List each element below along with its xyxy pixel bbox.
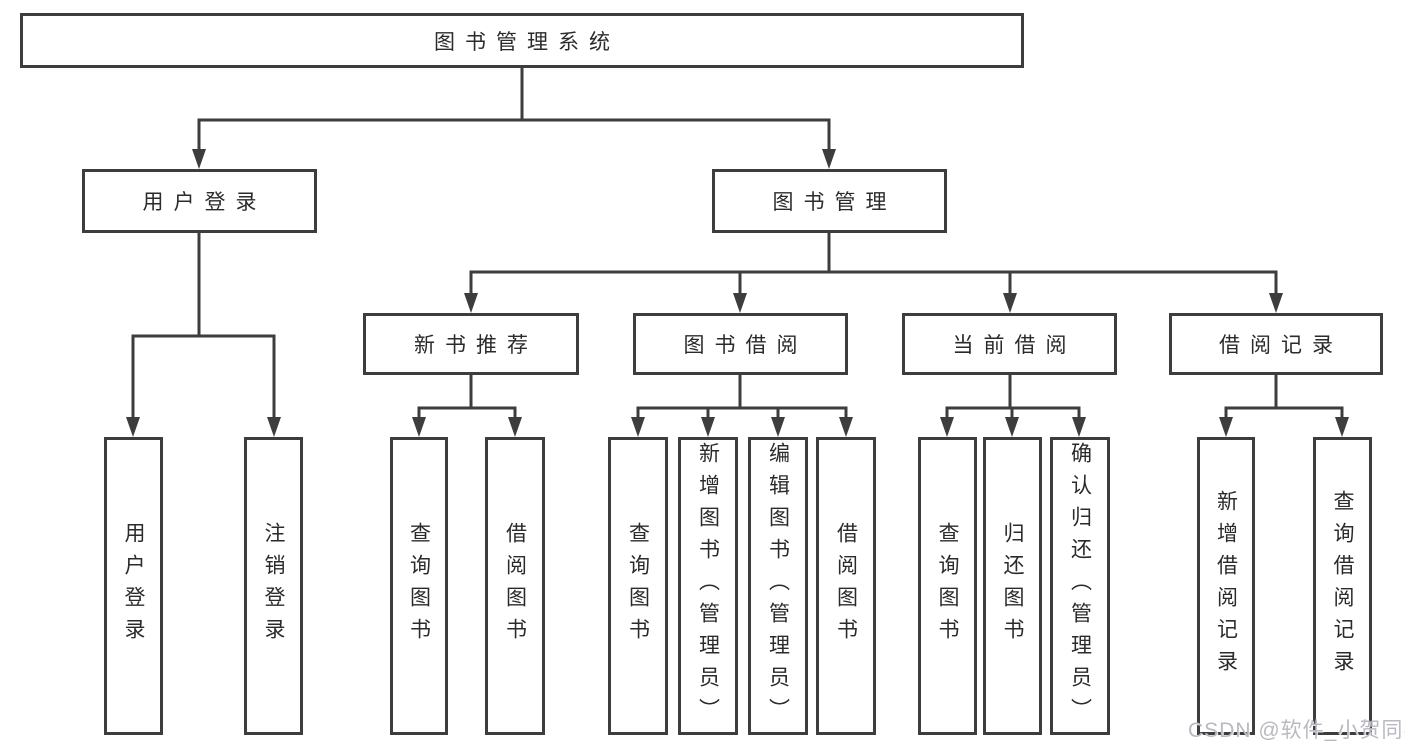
leaf-current-query-book: 查询图书 xyxy=(918,437,977,735)
leaf-record-add-record-label: 新增借阅记录 xyxy=(1214,490,1238,682)
leaf-current-return-book-label: 归还图书 xyxy=(1001,522,1024,650)
node-root: 图书管理系统 xyxy=(20,13,1024,68)
node-user-login-label: 用户登录 xyxy=(142,191,267,214)
node-new-book-recommend-label: 新书推荐 xyxy=(414,334,538,357)
leaf-current-query-book-label: 查询图书 xyxy=(936,522,959,650)
leaf-borrow-add-book-admin: 新增图书（管理员） xyxy=(678,437,738,735)
node-borrow-records: 借阅记录 xyxy=(1169,313,1383,375)
leaf-logout: 注销登录 xyxy=(244,437,303,735)
leaf-newrec-borrow-book-label: 借阅图书 xyxy=(503,522,527,650)
leaf-newrec-borrow-book: 借阅图书 xyxy=(485,437,545,735)
arrowheads xyxy=(126,149,1349,437)
leaf-current-return-book: 归还图书 xyxy=(983,437,1042,735)
leaf-borrow-query-book-label: 查询图书 xyxy=(626,522,650,650)
node-user-login: 用户登录 xyxy=(82,169,317,233)
node-current-borrow-label: 当前借阅 xyxy=(952,334,1077,357)
leaf-logout-label: 注销登录 xyxy=(262,522,285,650)
node-new-book-recommend: 新书推荐 xyxy=(363,313,579,375)
node-book-borrow: 图书借阅 xyxy=(633,313,848,375)
leaf-newrec-query-book-label: 查询图书 xyxy=(407,522,431,650)
leaf-current-confirm-return-admin: 确认归还（管理员） xyxy=(1050,437,1110,735)
edge-borrowrecord-split xyxy=(1224,373,1344,424)
leaf-user-login-label: 用户登录 xyxy=(122,522,145,650)
leaf-record-query-record: 查询借阅记录 xyxy=(1313,437,1372,735)
leaf-record-query-record-label: 查询借阅记录 xyxy=(1331,490,1354,682)
leaf-borrow-borrow-book-label: 借阅图书 xyxy=(834,522,858,650)
leaf-current-confirm-return-admin-label: 确认归还（管理员） xyxy=(1068,442,1092,730)
csdn-watermark: CSDN @软件_小贺同学 xyxy=(1188,719,1405,742)
node-borrow-records-label: 借阅记录 xyxy=(1219,334,1343,357)
leaf-newrec-query-book: 查询图书 xyxy=(390,437,448,735)
edge-root-split xyxy=(197,66,831,155)
edge-bookborrow-split xyxy=(636,373,848,424)
leaf-borrow-borrow-book: 借阅图书 xyxy=(816,437,876,735)
node-book-borrow-label: 图书借阅 xyxy=(683,334,808,357)
edge-userlogin-split xyxy=(131,231,276,423)
edge-newrec-split xyxy=(417,373,517,424)
leaf-borrow-add-book-admin-label: 新增图书（管理员） xyxy=(696,442,720,730)
node-book-management: 图书管理 xyxy=(712,169,947,233)
edge-bookmgmt-split xyxy=(469,231,1278,299)
leaf-borrow-query-book: 查询图书 xyxy=(608,437,668,735)
leaf-borrow-edit-book-admin: 编辑图书（管理员） xyxy=(748,437,808,735)
edge-currentborrow-split xyxy=(945,373,1081,424)
leaf-user-login: 用户登录 xyxy=(104,437,163,735)
leaf-record-add-record: 新增借阅记录 xyxy=(1197,437,1255,735)
node-current-borrow: 当前借阅 xyxy=(902,313,1117,375)
node-root-label: 图书管理系统 xyxy=(434,30,620,54)
node-book-management-label: 图书管理 xyxy=(772,191,897,214)
leaf-borrow-edit-book-admin-label: 编辑图书（管理员） xyxy=(766,442,790,730)
